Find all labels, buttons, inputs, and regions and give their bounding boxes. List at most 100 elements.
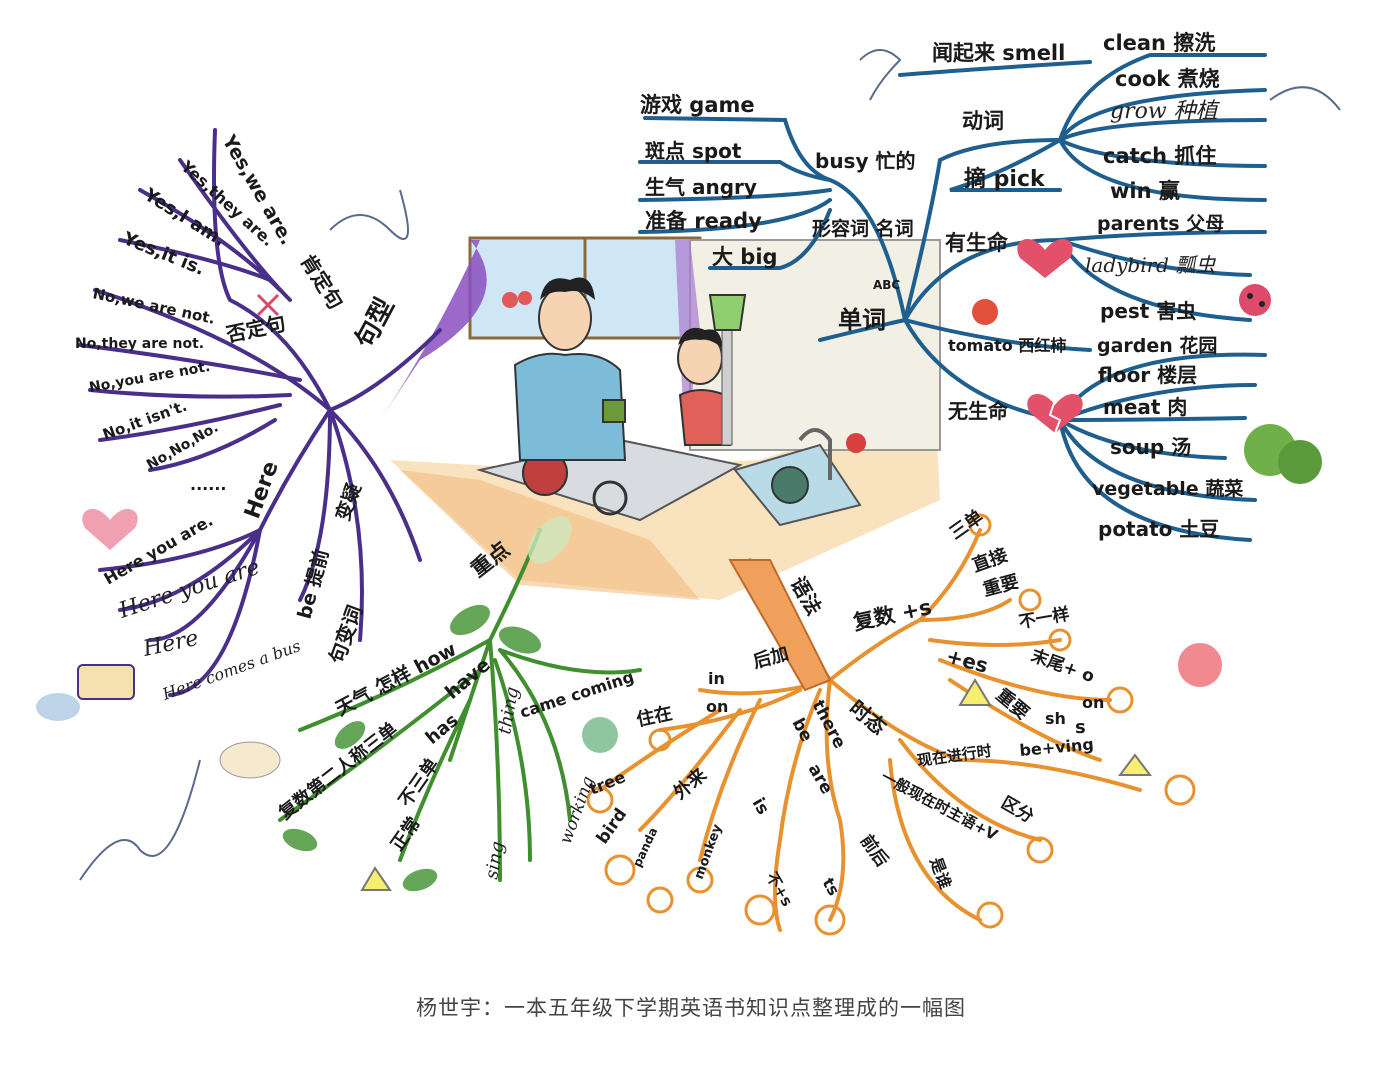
verb-item-3: cook 煮烧 xyxy=(1115,67,1220,91)
negative-item-1: No,we are not. xyxy=(91,284,217,328)
tense-item-5: 前后 xyxy=(856,831,893,871)
adjective-item-3: 生气 angry xyxy=(645,175,757,199)
negative-item-2: No,they are not. xyxy=(75,336,204,352)
adjective-label: 形容词 名词 xyxy=(812,217,914,240)
plural-item-7: on xyxy=(1082,693,1104,712)
tense-item-2: be+ving xyxy=(1019,735,1095,760)
after-item-5: tree xyxy=(586,767,628,799)
after-item-2: on xyxy=(706,697,728,716)
carrot-icon xyxy=(728,559,832,692)
positive-label: 肯定句 xyxy=(296,250,348,314)
sentence-branch-title: 句型 xyxy=(350,293,401,353)
figure-caption: 杨世宇：一本五年级下学期英语书知识点整理成的一幅图 xyxy=(416,996,966,1020)
mind-map-canvas: 句型 肯定句 Yes,we are. Yes,they are. Yes,I a… xyxy=(36,31,1341,936)
verb-item-7: 摘 pick xyxy=(964,166,1046,192)
broken-heart-icon xyxy=(1027,393,1083,434)
there-item-4: 不+s xyxy=(763,869,797,910)
bus-icon xyxy=(77,664,135,700)
there-label: there xyxy=(808,697,850,752)
nonliving-item-1: garden 花园 xyxy=(1097,334,1217,357)
nonliving-item-2: floor 楼层 xyxy=(1098,363,1197,387)
broom-icon xyxy=(708,294,747,331)
living-item-3: pest 害虫 xyxy=(1100,299,1196,323)
after-item-8: monkey xyxy=(692,822,726,881)
key-item-5: 不三单 xyxy=(394,754,443,811)
nonliving-item-6: potato 土豆 xyxy=(1098,517,1219,541)
after-item-4: 外来 xyxy=(669,763,711,804)
there-item-3: is xyxy=(748,795,773,819)
plural-item-1: 三单 xyxy=(945,505,987,544)
heart-icon-living xyxy=(1017,238,1073,278)
there-item-1: be xyxy=(788,715,817,745)
living-item-2: ladybird 瓢虫 xyxy=(1085,253,1216,277)
mind-map-drawing: 句型 肯定句 Yes,we are. Yes,they are. Yes,I a… xyxy=(36,31,1341,936)
plural-item-10: s xyxy=(1075,717,1086,738)
after-label: 后加 xyxy=(751,643,791,673)
negative-label: 否定句 xyxy=(223,311,288,347)
key-branch xyxy=(278,528,642,882)
tense-item-6: 是谁 xyxy=(926,854,955,892)
plural-item-9: sh xyxy=(1045,709,1066,728)
swirl-decorations xyxy=(586,513,1196,936)
nonliving-label: 无生命 xyxy=(948,399,1009,423)
living-label: 有生命 xyxy=(945,231,1009,255)
cross-icon xyxy=(256,293,280,317)
tomato-icon xyxy=(972,299,998,325)
after-item-7: panda xyxy=(630,825,660,869)
verb-item-1: 闻起来 smell xyxy=(932,41,1065,65)
verb-item-6: win 赢 xyxy=(1110,179,1180,203)
boy-figure xyxy=(677,294,747,446)
nonliving-item-4: soup 汤 xyxy=(1110,435,1191,459)
key-item-4: 复数第二人称三单 xyxy=(274,718,402,825)
living-item-1: parents 父母 xyxy=(1097,213,1224,235)
sentence-branch xyxy=(78,128,442,697)
plural-label: 复数 +s xyxy=(850,595,934,635)
apple-icon xyxy=(846,433,866,453)
key-item-8: thing xyxy=(494,685,523,736)
negative-item-6: ...... xyxy=(190,475,226,494)
key-item-9: sing xyxy=(481,840,508,881)
negative-item-3: No,you are not. xyxy=(88,359,211,396)
negative-item-4: No,it isn't. xyxy=(100,397,189,444)
father-figure xyxy=(513,277,627,461)
tomato-label: tomato 西红柿 xyxy=(948,336,1066,355)
here-label: Here xyxy=(240,458,284,522)
plural-item-5: 末尾+ o xyxy=(1028,645,1097,687)
tense-label: 时态 xyxy=(845,695,891,739)
plural-item-3: 重要 xyxy=(981,570,1021,601)
triangle-icons xyxy=(360,678,1152,891)
vegetable-icon xyxy=(1244,424,1322,484)
after-item-3: 住在 xyxy=(634,702,674,731)
squiggle-doodles xyxy=(79,49,1341,881)
verb-item-4: grow 种植 xyxy=(1110,99,1221,124)
cloud-icon xyxy=(36,693,281,779)
sun-icon xyxy=(1178,643,1222,687)
after-item-1: in xyxy=(708,669,725,688)
adjective-item-1: 游戏 game xyxy=(640,93,755,117)
heart-icon-here xyxy=(82,508,138,550)
plural-item-2: 直接 xyxy=(969,544,1010,577)
here-item-3: Here xyxy=(140,626,201,662)
ladybird-icon xyxy=(1239,284,1271,316)
change-sub-1: be 提前 xyxy=(293,547,334,622)
leaf-decorations xyxy=(282,516,572,892)
tree-icon xyxy=(582,717,618,753)
key-item-7: came coming xyxy=(517,667,636,722)
kitchen-illustration xyxy=(380,236,941,600)
tense-item-4: 区分 xyxy=(998,793,1037,827)
abc-label: ABC xyxy=(873,278,900,292)
word-branch xyxy=(638,53,1267,542)
nonliving-item-5: vegetable 蔬菜 xyxy=(1092,477,1243,500)
verb-item-5: catch 抓住 xyxy=(1103,144,1216,168)
purple-curtain xyxy=(380,240,487,420)
key-item-6: 正常 xyxy=(386,813,425,855)
adjective-item-4: 准备 ready xyxy=(645,209,762,233)
adjective-item-6: busy 忙的 xyxy=(815,149,915,173)
verb-item-2: clean 擦洗 xyxy=(1103,31,1215,55)
faucet-icon xyxy=(798,428,832,480)
nonliving-item-3: meat 肉 xyxy=(1103,395,1187,419)
word-branch-title: 单词 xyxy=(838,306,886,334)
verb-label: 动词 xyxy=(962,109,1004,133)
adjective-item-2: 斑点 spot xyxy=(645,139,742,163)
plural-item-6: +es xyxy=(944,644,991,678)
